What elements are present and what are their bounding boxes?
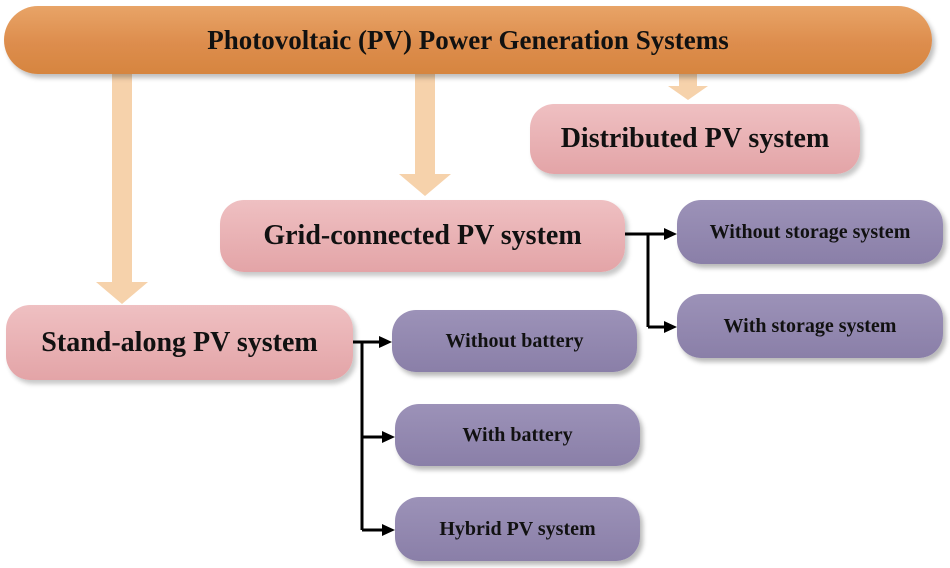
stand-along-pv-system-label: Stand-along PV system — [41, 326, 318, 358]
distributed-pv-system-label: Distributed PV system — [560, 123, 830, 154]
with-battery-label: With battery — [462, 423, 573, 446]
hybrid-pv-system-label: Hybrid PV system — [439, 517, 596, 540]
without-battery-label: Without battery — [445, 329, 584, 352]
grid-connected-pv-system-label: Grid-connected PV system — [263, 220, 582, 251]
arrowhead-without-storage — [664, 228, 677, 240]
distributed-pv-system-box: Distributed PV system — [530, 104, 860, 174]
grid-branch-connector — [625, 232, 665, 329]
with-battery-box: With battery — [395, 404, 640, 466]
with-storage-system-label: With storage system — [723, 314, 897, 337]
down-arrow-stand-along — [96, 74, 148, 304]
hybrid-pv-system-box: Hybrid PV system — [395, 497, 640, 561]
without-storage-system-box: Without storage system — [677, 200, 943, 264]
arrowhead-with-storage — [664, 321, 677, 333]
with-storage-system-box: With storage system — [677, 294, 943, 358]
grid-connected-pv-system-box: Grid-connected PV system — [220, 200, 625, 272]
without-battery-box: Without battery — [392, 310, 637, 372]
diagram-title-text: Photovoltaic (PV) Power Generation Syste… — [207, 24, 729, 55]
arrowhead-hybrid — [382, 524, 395, 536]
stand-branch-connector — [353, 340, 383, 532]
down-arrow-distributed — [668, 74, 708, 100]
without-storage-system-label: Without storage system — [709, 220, 911, 243]
arrowhead-with-battery — [382, 431, 395, 443]
arrowhead-without-battery — [379, 336, 392, 348]
stand-along-pv-system-box: Stand-along PV system — [6, 305, 353, 380]
diagram-title: Photovoltaic (PV) Power Generation Syste… — [4, 6, 932, 74]
down-arrow-grid-connected — [399, 74, 451, 196]
